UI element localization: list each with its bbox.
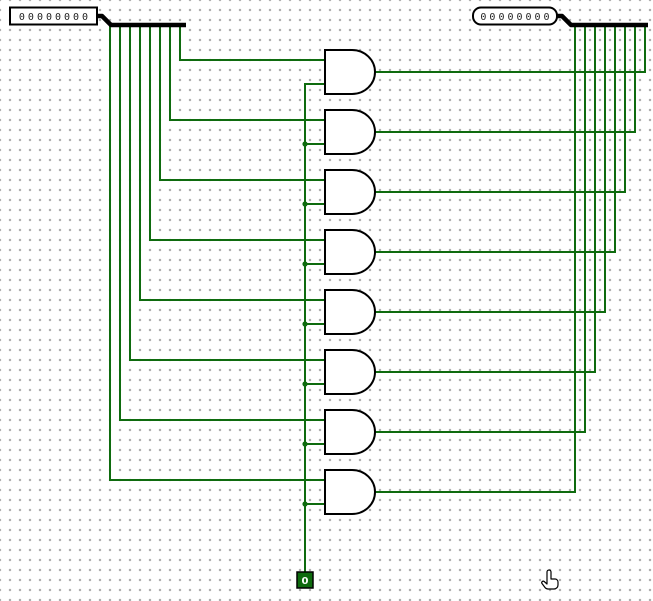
pin-value: 00000000 [480,12,552,23]
and-gate-3[interactable] [324,169,376,215]
wire-out-bit-6[interactable] [375,25,596,373]
splitter-west[interactable] [97,13,186,28]
wire-a-bit-6[interactable] [129,25,325,361]
wire-a-bit-4[interactable] [149,25,325,241]
pin-value: 00000000 [19,12,91,23]
east-fanin-wires [375,25,646,493]
wire-out-bit-8[interactable] [375,25,576,493]
wire-out-bit-1[interactable] [375,25,646,73]
input-pin-west[interactable]: 00000000 [9,6,98,26]
wire-out-bit-4[interactable] [375,25,616,253]
and-gate-1[interactable] [324,49,376,95]
cursor-hand-icon [541,569,559,590]
constant-bus-wires [302,83,325,572]
wire-junction [302,261,308,267]
pin-value: 0 [302,576,309,587]
wire-a-bit-5[interactable] [139,25,325,301]
pin-body[interactable] [9,6,98,26]
and-gate-8[interactable] [324,469,376,515]
wire-out-bit-7[interactable] [375,25,586,433]
and-gate-2[interactable] [324,109,376,155]
wire-a-bit-8[interactable] [109,25,325,481]
pin-body[interactable] [472,6,558,26]
splitter-east[interactable] [557,13,648,28]
wire-junction [302,141,308,147]
wire-out-bit-2[interactable] [375,25,636,133]
output-pin-east[interactable]: 00000000 [472,6,558,26]
and-gate-6[interactable] [324,349,376,395]
and-gates [324,49,376,515]
wire-junction [302,201,308,207]
wire-a-bit-7[interactable] [119,25,325,421]
and-gate-7[interactable] [324,409,376,455]
wire-junction [302,381,308,387]
wire-junction [302,321,308,327]
input-pin-constant-zero[interactable]: 0 [296,571,314,589]
and-gate-5[interactable] [324,289,376,335]
pin-body[interactable] [296,571,314,589]
and-gate-4[interactable] [324,229,376,275]
wire-a-bit-2[interactable] [169,25,325,121]
wire-out-bit-5[interactable] [375,25,606,313]
wire-a-bit-1[interactable] [179,25,325,61]
wire-junction [302,441,308,447]
wire-constant-feed[interactable] [304,83,325,572]
wire-junction [302,501,308,507]
west-fanout-wires [109,25,325,481]
wire-a-bit-3[interactable] [159,25,325,181]
wire-out-bit-3[interactable] [375,25,626,193]
